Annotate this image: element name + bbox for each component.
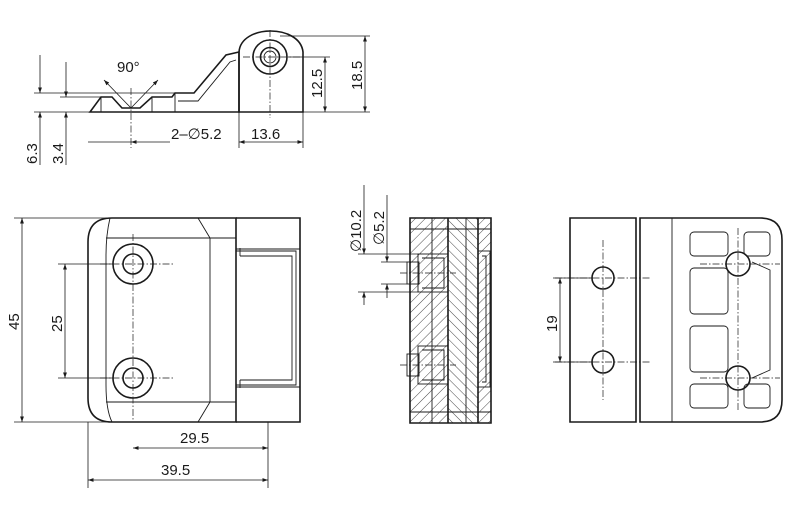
dim-13-6: 13.6 (251, 126, 280, 143)
dim-18-5: 18.5 (349, 61, 366, 90)
dim-6-3: 6.3 (24, 143, 41, 164)
front-view: 45 25 29.5 39.5 (6, 217, 301, 488)
dim-39-5: 39.5 (161, 462, 190, 479)
dim-25: 25 (49, 315, 66, 332)
angle-label: 90° (117, 59, 140, 76)
holes-label: 2–∅5.2 (171, 126, 222, 143)
dim-dia-5-2: ∅5.2 (371, 211, 388, 245)
dim-29-5: 29.5 (180, 430, 209, 447)
dim-3-4: 3.4 (50, 143, 67, 164)
dim-dia-10-2: ∅10.2 (348, 210, 365, 252)
dim-45: 45 (6, 313, 23, 330)
back-view: 19 (544, 217, 783, 423)
side-profile-view: 90° 12.5 18.5 6.3 3.4 2–∅5.2 13.6 (24, 30, 370, 165)
section-view: ∅10.2 ∅5.2 (348, 185, 492, 424)
dim-12-5: 12.5 (309, 69, 326, 98)
dim-19: 19 (544, 315, 561, 332)
